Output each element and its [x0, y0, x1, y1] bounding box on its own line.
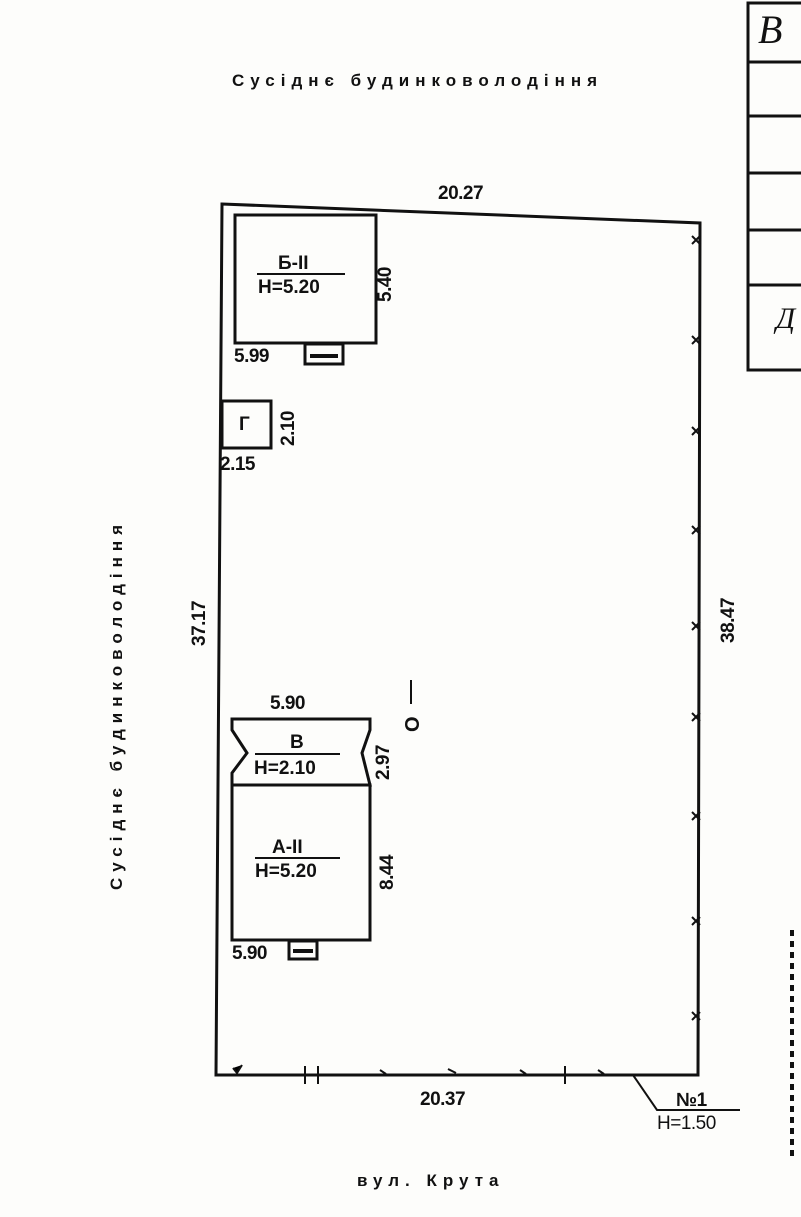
building-g-width: 2.15 — [220, 454, 255, 475]
fence-height: Н=1.50 — [657, 1113, 716, 1134]
building-v-depth: 2.97 — [373, 745, 394, 780]
building-g — [220, 399, 273, 450]
stamp-letter-1: В — [758, 7, 783, 52]
dim-left: 37.17 — [189, 600, 210, 646]
building-b2-name: Б-ІІ — [278, 253, 309, 274]
building-a2-depth: 8.44 — [377, 855, 398, 890]
dim-top: 20.27 — [438, 183, 484, 204]
building-g-name: Г — [239, 414, 250, 435]
fence-leader — [632, 1074, 740, 1111]
west-neighbour-label: Сусіднє будинковолодіння — [107, 518, 126, 890]
street-name-label: вул. Крута — [357, 1171, 505, 1190]
building-b2-depth: 5.40 — [375, 267, 396, 302]
building-a2-name: А-ІІ — [272, 837, 303, 858]
north-neighbour-label: Сусіднє будинковолодіння — [232, 71, 604, 90]
building-v-height: Н=2.10 — [254, 758, 316, 779]
building-b2-height: Н=5.20 — [258, 277, 320, 298]
building-a2-height: Н=5.20 — [255, 861, 317, 882]
dim-right: 38.47 — [718, 597, 739, 643]
well-symbol: О — [402, 716, 424, 732]
porch-a2 — [287, 939, 319, 961]
building-v-name: В — [290, 732, 304, 753]
well-line — [410, 680, 412, 704]
plot-boundary — [214, 202, 702, 1077]
stamp-letter-2: Д — [776, 302, 796, 335]
porch-b2 — [303, 342, 345, 366]
stamp-fragment — [746, 1, 801, 372]
building-b2-width: 5.99 — [234, 346, 269, 367]
fence-name: №1 — [676, 1090, 707, 1111]
dim-bottom: 20.37 — [420, 1089, 466, 1110]
boundary-ticks — [232, 235, 701, 1084]
building-v-width: 5.90 — [270, 693, 305, 714]
building-g-depth: 2.10 — [278, 411, 299, 446]
building-a2-width: 5.90 — [232, 943, 267, 964]
